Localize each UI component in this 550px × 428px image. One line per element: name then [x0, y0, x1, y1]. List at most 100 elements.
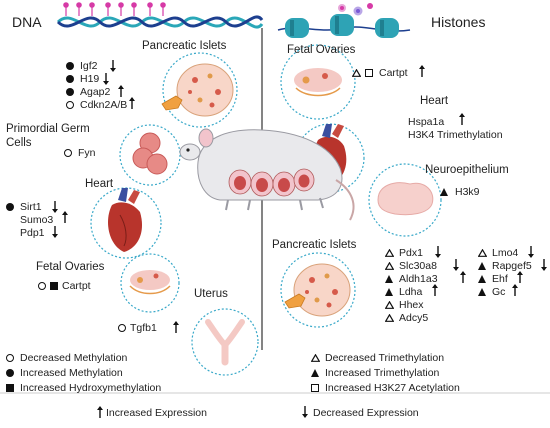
left-fetal-ovaries-title: Fetal Ovaries — [36, 261, 105, 273]
arrow-up-icon — [459, 113, 465, 125]
arrow-down-icon — [52, 201, 58, 213]
gene-ehf: Ehf — [492, 273, 508, 285]
gene-rapgef5: Rapgef5 — [492, 260, 532, 272]
brain-icon — [377, 182, 434, 216]
legend-increased-methylation: Increased Methylation — [20, 367, 123, 379]
arrow-up-icon — [419, 65, 425, 77]
arrow-down-icon — [302, 406, 308, 418]
histones-header: Histones — [431, 14, 486, 30]
gene-hhex: Hhex — [399, 299, 424, 311]
filled-triangle-icon — [478, 275, 486, 283]
gene-pdp1: Pdp1 — [20, 227, 45, 239]
open-circle-icon — [118, 324, 126, 332]
gene-h19: H19 — [80, 73, 100, 85]
ovaries-icon-left — [129, 270, 171, 295]
arrow-down-icon — [435, 246, 441, 258]
arrow-up-icon — [62, 211, 68, 223]
filled-square-icon — [6, 384, 14, 392]
dna-helix-icon — [56, 2, 264, 29]
open-circle-icon — [6, 354, 14, 362]
gene-sirt1: Sirt1 — [20, 201, 42, 213]
filled-triangle-icon — [440, 188, 448, 196]
legend-decreased-methylation: Decreased Methylation — [20, 352, 128, 364]
arrow-up-icon — [118, 85, 124, 97]
gene-tgfb1: Tgfb1 — [130, 322, 157, 334]
arrow-up-icon — [460, 271, 466, 283]
legend-increased-trimethylation: Increased Trimethylation — [325, 367, 440, 379]
legend-increased-expression: Increased Expression — [106, 407, 207, 419]
gene-adcy5: Adcy5 — [399, 312, 429, 324]
islet-icon-left — [161, 63, 234, 117]
gene-pdx1: Pdx1 — [399, 247, 423, 259]
open-circle-icon — [38, 282, 46, 290]
open-triangle-icon — [385, 301, 394, 309]
arrow-down-icon — [52, 226, 58, 238]
gene-igf2: Igf2 — [80, 60, 98, 72]
filled-square-icon — [50, 282, 58, 290]
filled-triangle-icon — [478, 288, 486, 296]
legend-increased-hydroxymethylation: Increased Hydroxymethylation — [20, 382, 162, 394]
legend-increased-h3k27-acetylation: Increased H3K27 Acetylation — [325, 382, 460, 394]
heart-icon-left — [108, 188, 143, 252]
filled-triangle-icon — [478, 262, 486, 270]
ovaries-icon-right — [294, 68, 342, 97]
open-square-icon — [311, 384, 319, 392]
arrow-up-icon — [517, 271, 523, 283]
uterus-title: Uterus — [194, 288, 228, 300]
mouse-icon — [179, 128, 355, 221]
gene-slc30a8: Slc30a8 — [399, 260, 437, 272]
right-pancreatic-islets-title: Pancreatic Islets — [272, 239, 357, 251]
right-fetal-ovaries-title: Fetal Ovaries — [287, 44, 356, 56]
arrow-down-icon — [103, 73, 109, 85]
filled-triangle-icon — [311, 369, 319, 377]
dna-header: DNA — [12, 14, 42, 30]
arrow-down-icon — [110, 60, 116, 72]
left-heart-title: Heart — [85, 178, 114, 190]
open-square-icon — [365, 69, 373, 77]
arrow-up-icon — [97, 406, 103, 418]
gene-aldh1a3: Aldh1a3 — [399, 273, 438, 285]
open-triangle-icon — [385, 262, 394, 270]
arrow-up-icon — [173, 321, 179, 333]
filled-circle-icon — [66, 75, 74, 83]
left-pancreatic-islets-title: Pancreatic Islets — [142, 40, 227, 52]
gene-gc: Gc — [492, 286, 506, 298]
arrow-down-icon — [453, 259, 459, 271]
arrow-up-icon — [129, 97, 135, 109]
gene-ldha: Ldha — [399, 286, 423, 298]
filled-triangle-icon — [385, 288, 393, 296]
gene-agap2: Agap2 — [80, 86, 111, 98]
right-heart-title: Heart — [420, 95, 449, 107]
open-circle-icon — [66, 101, 74, 109]
histones-icon — [277, 3, 411, 38]
legend-decreased-expression: Decreased Expression — [313, 407, 419, 419]
open-circle-icon — [64, 149, 72, 157]
pgc-cells-icon — [132, 132, 168, 175]
arrow-down-icon — [541, 259, 547, 271]
gene-fyn: Fyn — [78, 147, 96, 159]
filled-circle-icon — [6, 203, 14, 211]
gene-lmo4: Lmo4 — [492, 247, 519, 259]
uterus-icon — [205, 319, 245, 366]
open-triangle-icon — [385, 314, 394, 322]
filled-circle-icon — [66, 88, 74, 96]
filled-triangle-icon — [385, 275, 393, 283]
open-triangle-icon — [385, 249, 394, 257]
islet-icon-right — [284, 263, 351, 317]
neuroepithelium-title: Neuroepithelium — [425, 164, 509, 176]
arrow-down-icon — [528, 246, 534, 258]
arrow-up-icon — [432, 284, 438, 296]
gene-cartpt-left: Cartpt — [62, 280, 91, 292]
pgc-title-line1: Primordial Germ — [6, 123, 90, 135]
arrow-up-icon — [512, 284, 518, 296]
gene-cdkn2ab: Cdkn2A/B — [80, 99, 128, 111]
open-triangle-icon — [311, 354, 320, 362]
gene-sumo3: Sumo3 — [20, 214, 54, 226]
h3k9: H3k9 — [455, 186, 480, 198]
pgc-title-line2: Cells — [6, 137, 32, 149]
gene-hspa1a: Hspa1a — [408, 116, 445, 128]
gene-cartpt-right: Cartpt — [379, 67, 408, 79]
h3k4-trimethylation: H3K4 Trimethylation — [408, 129, 503, 141]
